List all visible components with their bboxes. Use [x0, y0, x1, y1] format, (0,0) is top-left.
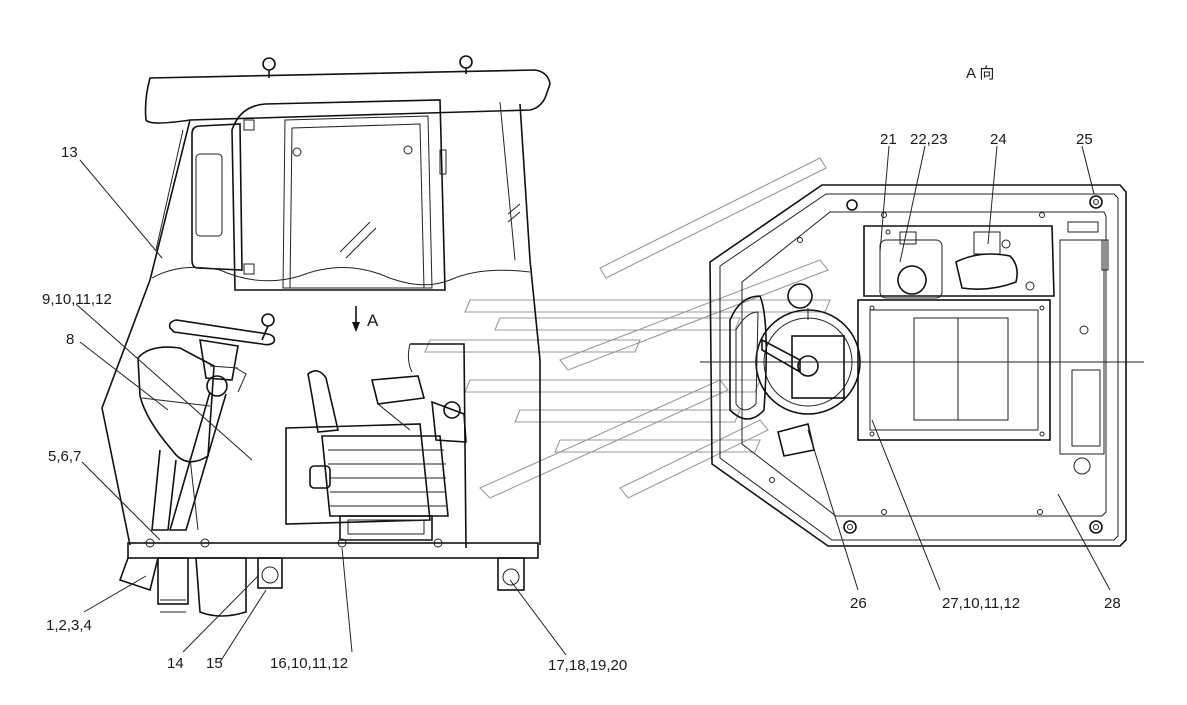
cab-side-view: [101, 55, 551, 617]
callout-17-18-19-20: 17,18,19,20: [548, 657, 627, 674]
view-a-label: A 向: [966, 65, 994, 82]
cab-floor: [127, 542, 539, 559]
seat-base-bellows: [321, 435, 449, 517]
pedal-left: [729, 295, 768, 420]
callout-1-2-3-4: 1,2,3,4: [46, 617, 92, 634]
callout-14: 14: [167, 655, 184, 672]
cab-roof: [144, 69, 551, 124]
handrail: [191, 123, 243, 271]
callout-16-10-11-12: 16,10,11,12: [270, 655, 348, 672]
control-lever: [370, 375, 426, 405]
callout-25: 25: [1076, 131, 1093, 148]
callout-8: 8: [66, 331, 74, 348]
break-line: [151, 266, 531, 286]
cab-front-pillar: [101, 119, 191, 546]
seat-back-panel: [410, 343, 467, 549]
cab-rear-pillar: [519, 103, 541, 545]
seat-cushion-plan: [857, 299, 1051, 441]
mount-damper-right: [497, 557, 525, 591]
steering-wheel: [168, 319, 276, 346]
instrument-panel: [137, 346, 215, 463]
hatched-gauge: [955, 253, 1018, 290]
callout-22-23: 22,23: [910, 131, 948, 148]
callout-21: 21: [880, 131, 897, 148]
callout-27-10-11-12: 27,10,11,12: [942, 595, 1020, 612]
callout-5-6-7: 5,6,7: [48, 448, 81, 465]
control-console: [285, 423, 431, 525]
cab-door-frame: [231, 99, 446, 291]
labels: A 向 A 13 9,10,11,12 8 5,6,7 1,2,3,4 14 1…: [42, 65, 1121, 674]
callout-9-10-11-12: 9,10,11,12: [42, 291, 112, 308]
callout-24: 24: [990, 131, 1007, 148]
leader-lines: [75, 145, 1111, 663]
view-a-plan: [700, 184, 1144, 547]
callout-26: 26: [850, 595, 867, 612]
mount-damper-left: [257, 557, 283, 589]
joystick: [307, 370, 339, 433]
floor-plate-outline: [709, 184, 1127, 547]
callout-13: 13: [61, 144, 78, 161]
section-arrow-label: A: [367, 311, 379, 330]
lifting-eye-right: [459, 55, 473, 69]
callout-15: 15: [206, 655, 223, 672]
callout-28: 28: [1104, 595, 1121, 612]
lifting-eye-left: [262, 57, 276, 71]
